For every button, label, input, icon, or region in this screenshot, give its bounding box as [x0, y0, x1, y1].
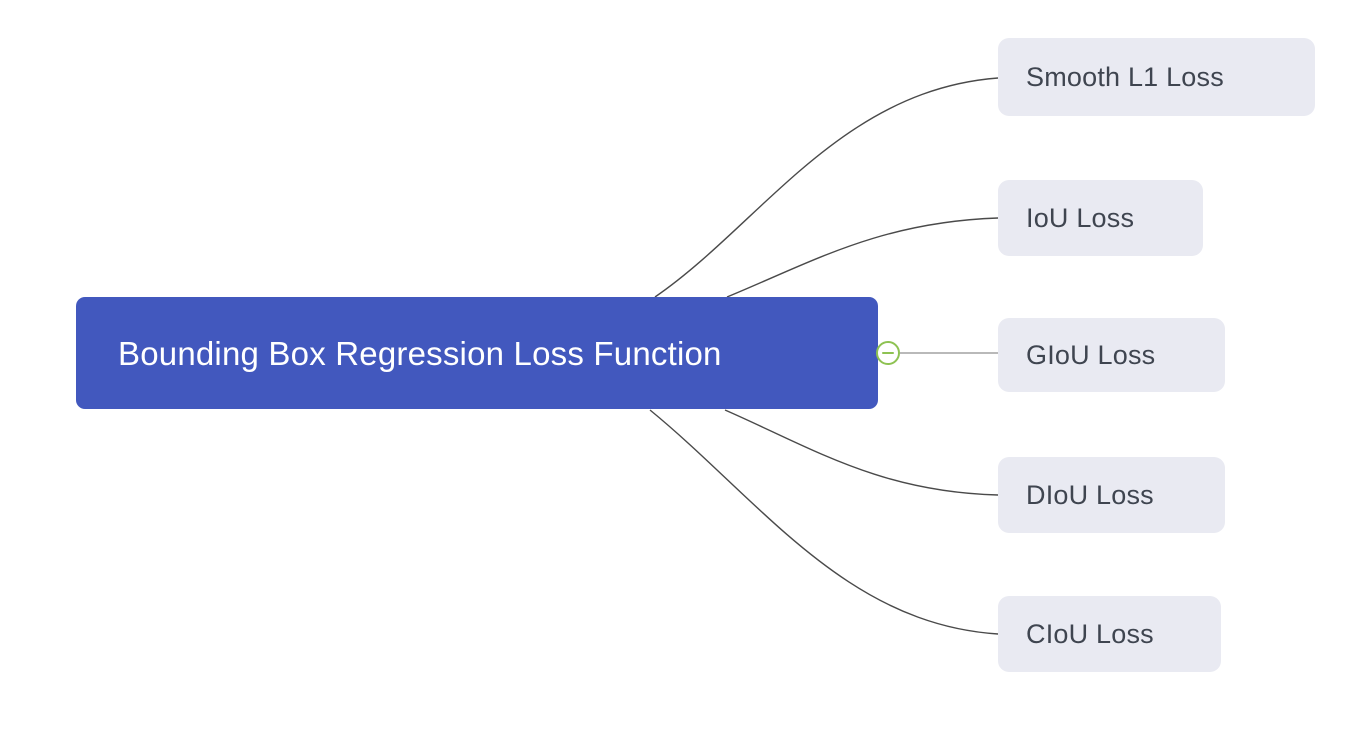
minus-icon — [882, 351, 894, 355]
connector-smooth-l1-loss — [654, 77, 999, 298]
connector-iou-loss — [726, 217, 999, 298]
child-node-label: DIoU Loss — [1026, 479, 1154, 510]
root-node-label: Bounding Box Regression Loss Function — [118, 334, 722, 372]
child-node-ciou-loss[interactable]: CIoU Loss — [998, 596, 1221, 672]
collapse-toggle-icon[interactable] — [876, 341, 900, 365]
connector-diou-loss — [724, 409, 999, 496]
child-node-iou-loss[interactable]: IoU Loss — [998, 180, 1203, 256]
child-node-label: Smooth L1 Loss — [1026, 61, 1224, 92]
child-node-smooth-l1-loss[interactable]: Smooth L1 Loss — [998, 38, 1315, 116]
child-node-label: IoU Loss — [1026, 202, 1135, 233]
child-node-diou-loss[interactable]: DIoU Loss — [998, 457, 1225, 533]
root-node[interactable]: Bounding Box Regression Loss Function — [76, 297, 878, 409]
child-node-giou-loss[interactable]: GIoU Loss — [998, 318, 1225, 392]
child-node-label: GIoU Loss — [1026, 339, 1156, 370]
connector-ciou-loss — [649, 409, 999, 635]
child-node-label: CIoU Loss — [1026, 618, 1154, 649]
